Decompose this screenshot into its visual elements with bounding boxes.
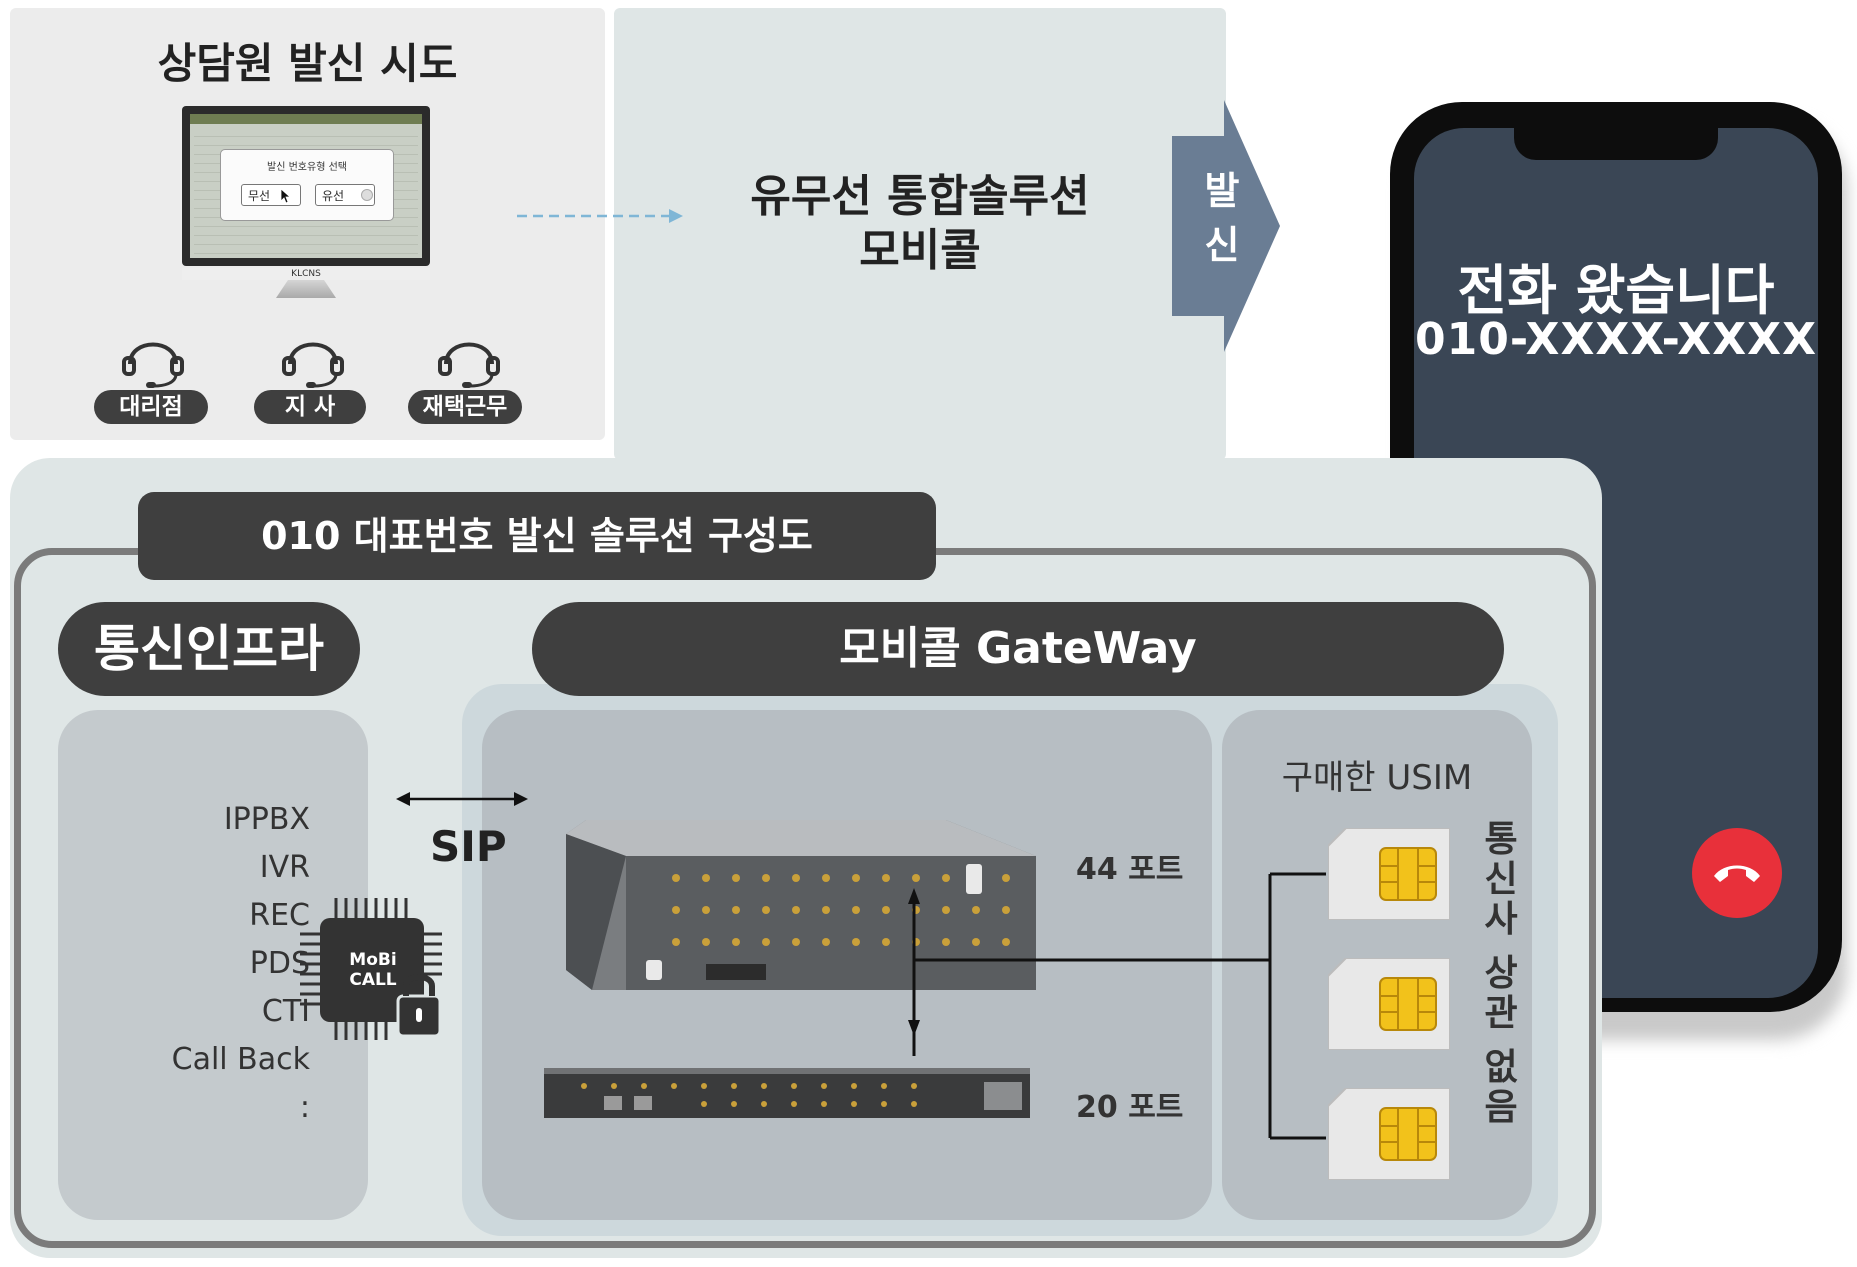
carrier-note-glyph: 상 [1484, 953, 1518, 994]
carrier-note-glyph: 신 [1484, 859, 1518, 900]
infra-item: REC [249, 898, 310, 933]
solution-label-line1: 유무선 통합솔루션 [750, 171, 1090, 222]
agent-badge-remote-work: 재택근무 [408, 390, 522, 424]
monitor-app: 발신 번호유형 선택 무선 유선 [190, 114, 422, 258]
solution-label-line2: 모비콜 [859, 225, 981, 276]
agent-panel-title: 상담원 발신 시도 [157, 39, 458, 88]
send-arrow-icon [1172, 100, 1280, 352]
solution-panel [614, 8, 1226, 460]
usim-card-icon [1328, 828, 1450, 920]
phone-notch [1514, 128, 1718, 160]
chip-label-line1: MoBi [349, 950, 397, 970]
chip-label: MoBi CALL [340, 950, 406, 990]
infra-item: IPPBX [223, 802, 310, 837]
carrier-note-glyph: 사 [1484, 899, 1518, 940]
caller-number: 010-XXXX-XXXX [1415, 314, 1817, 365]
infra-item: Call Back [171, 1042, 310, 1077]
app-toolbar [190, 114, 422, 124]
click-cursor-icon [280, 188, 292, 204]
headset-icon [438, 342, 500, 388]
gateway-44-port-device [566, 820, 1036, 990]
infra-item: : [299, 1090, 310, 1125]
wired-option-button[interactable]: 유선 [315, 184, 375, 206]
port-20-label: 20 포트 [1076, 1090, 1184, 1125]
chip-label-line2: CALL [349, 970, 397, 990]
gateway-20-port-device [544, 1068, 1030, 1118]
infra-item: PDS [249, 946, 310, 981]
agent-badge-branch-store: 대리점 [94, 390, 208, 424]
headset-icon [122, 342, 184, 388]
gateway-title: 모비콜 GateWay [532, 602, 1504, 696]
monitor-screen: 발신 번호유형 선택 무선 유선 [182, 106, 430, 266]
send-arrow-label: 발 신 [1172, 164, 1272, 272]
usim-card-icon [1328, 958, 1450, 1050]
agent-badge-branch-office: 지 사 [254, 390, 366, 424]
radio-icon [361, 189, 373, 201]
usim-connection-lines [908, 872, 1326, 1140]
monitor-stand [276, 280, 336, 298]
send-label-line2: 신 [1204, 223, 1240, 267]
diagram-title: 010 대표번호 발신 솔루션 구성도 [138, 492, 936, 580]
phone-hangup-icon [1714, 865, 1760, 882]
carrier-note-glyph: 관 [1484, 993, 1518, 1034]
carrier-note-glyph: 통 [1484, 819, 1518, 860]
dialog-title: 발신 번호유형 선택 [267, 162, 347, 173]
mobicall-chip-icon [300, 898, 442, 1040]
agent-panel: 상담원 발신 시도 발신 번호유형 선택 무선 유선 KLCNS [10, 8, 605, 440]
dashed-arrow-icon [517, 209, 683, 223]
solution-label: 유무선 통합솔루션 모비콜 [614, 170, 1226, 278]
infra-item: CTI [261, 994, 310, 1029]
carrier-note-glyph: 음 [1484, 1087, 1518, 1128]
hangup-button[interactable] [1692, 828, 1782, 918]
port-44-label: 44 포트 [1076, 852, 1184, 887]
infra-title: 통신인프라 [58, 602, 360, 696]
carrier-note-glyph [1478, 1034, 1524, 1048]
sip-label: SIP [430, 822, 507, 871]
bidirectional-arrow-icon [396, 792, 528, 806]
number-type-dialog: 발신 번호유형 선택 무선 유선 [220, 149, 394, 221]
send-label-line1: 발 [1204, 169, 1240, 213]
carrier-note-glyph: 없 [1484, 1047, 1518, 1088]
usim-title: 구매한 USIM [1281, 758, 1473, 798]
headset-icon [282, 342, 344, 388]
monitor-illustration: 발신 번호유형 선택 무선 유선 KLCNS [182, 106, 430, 298]
infra-item: IVR [259, 850, 310, 885]
carrier-note-glyph [1478, 940, 1524, 954]
monitor-brand-label: KLCNS [182, 268, 430, 280]
usim-card-icon [1328, 1088, 1450, 1180]
incoming-call-title: 전화 왔습니다 [1457, 259, 1775, 322]
infra-list: IPPBX IVR REC PDS CTI Call Back : [98, 796, 310, 1132]
